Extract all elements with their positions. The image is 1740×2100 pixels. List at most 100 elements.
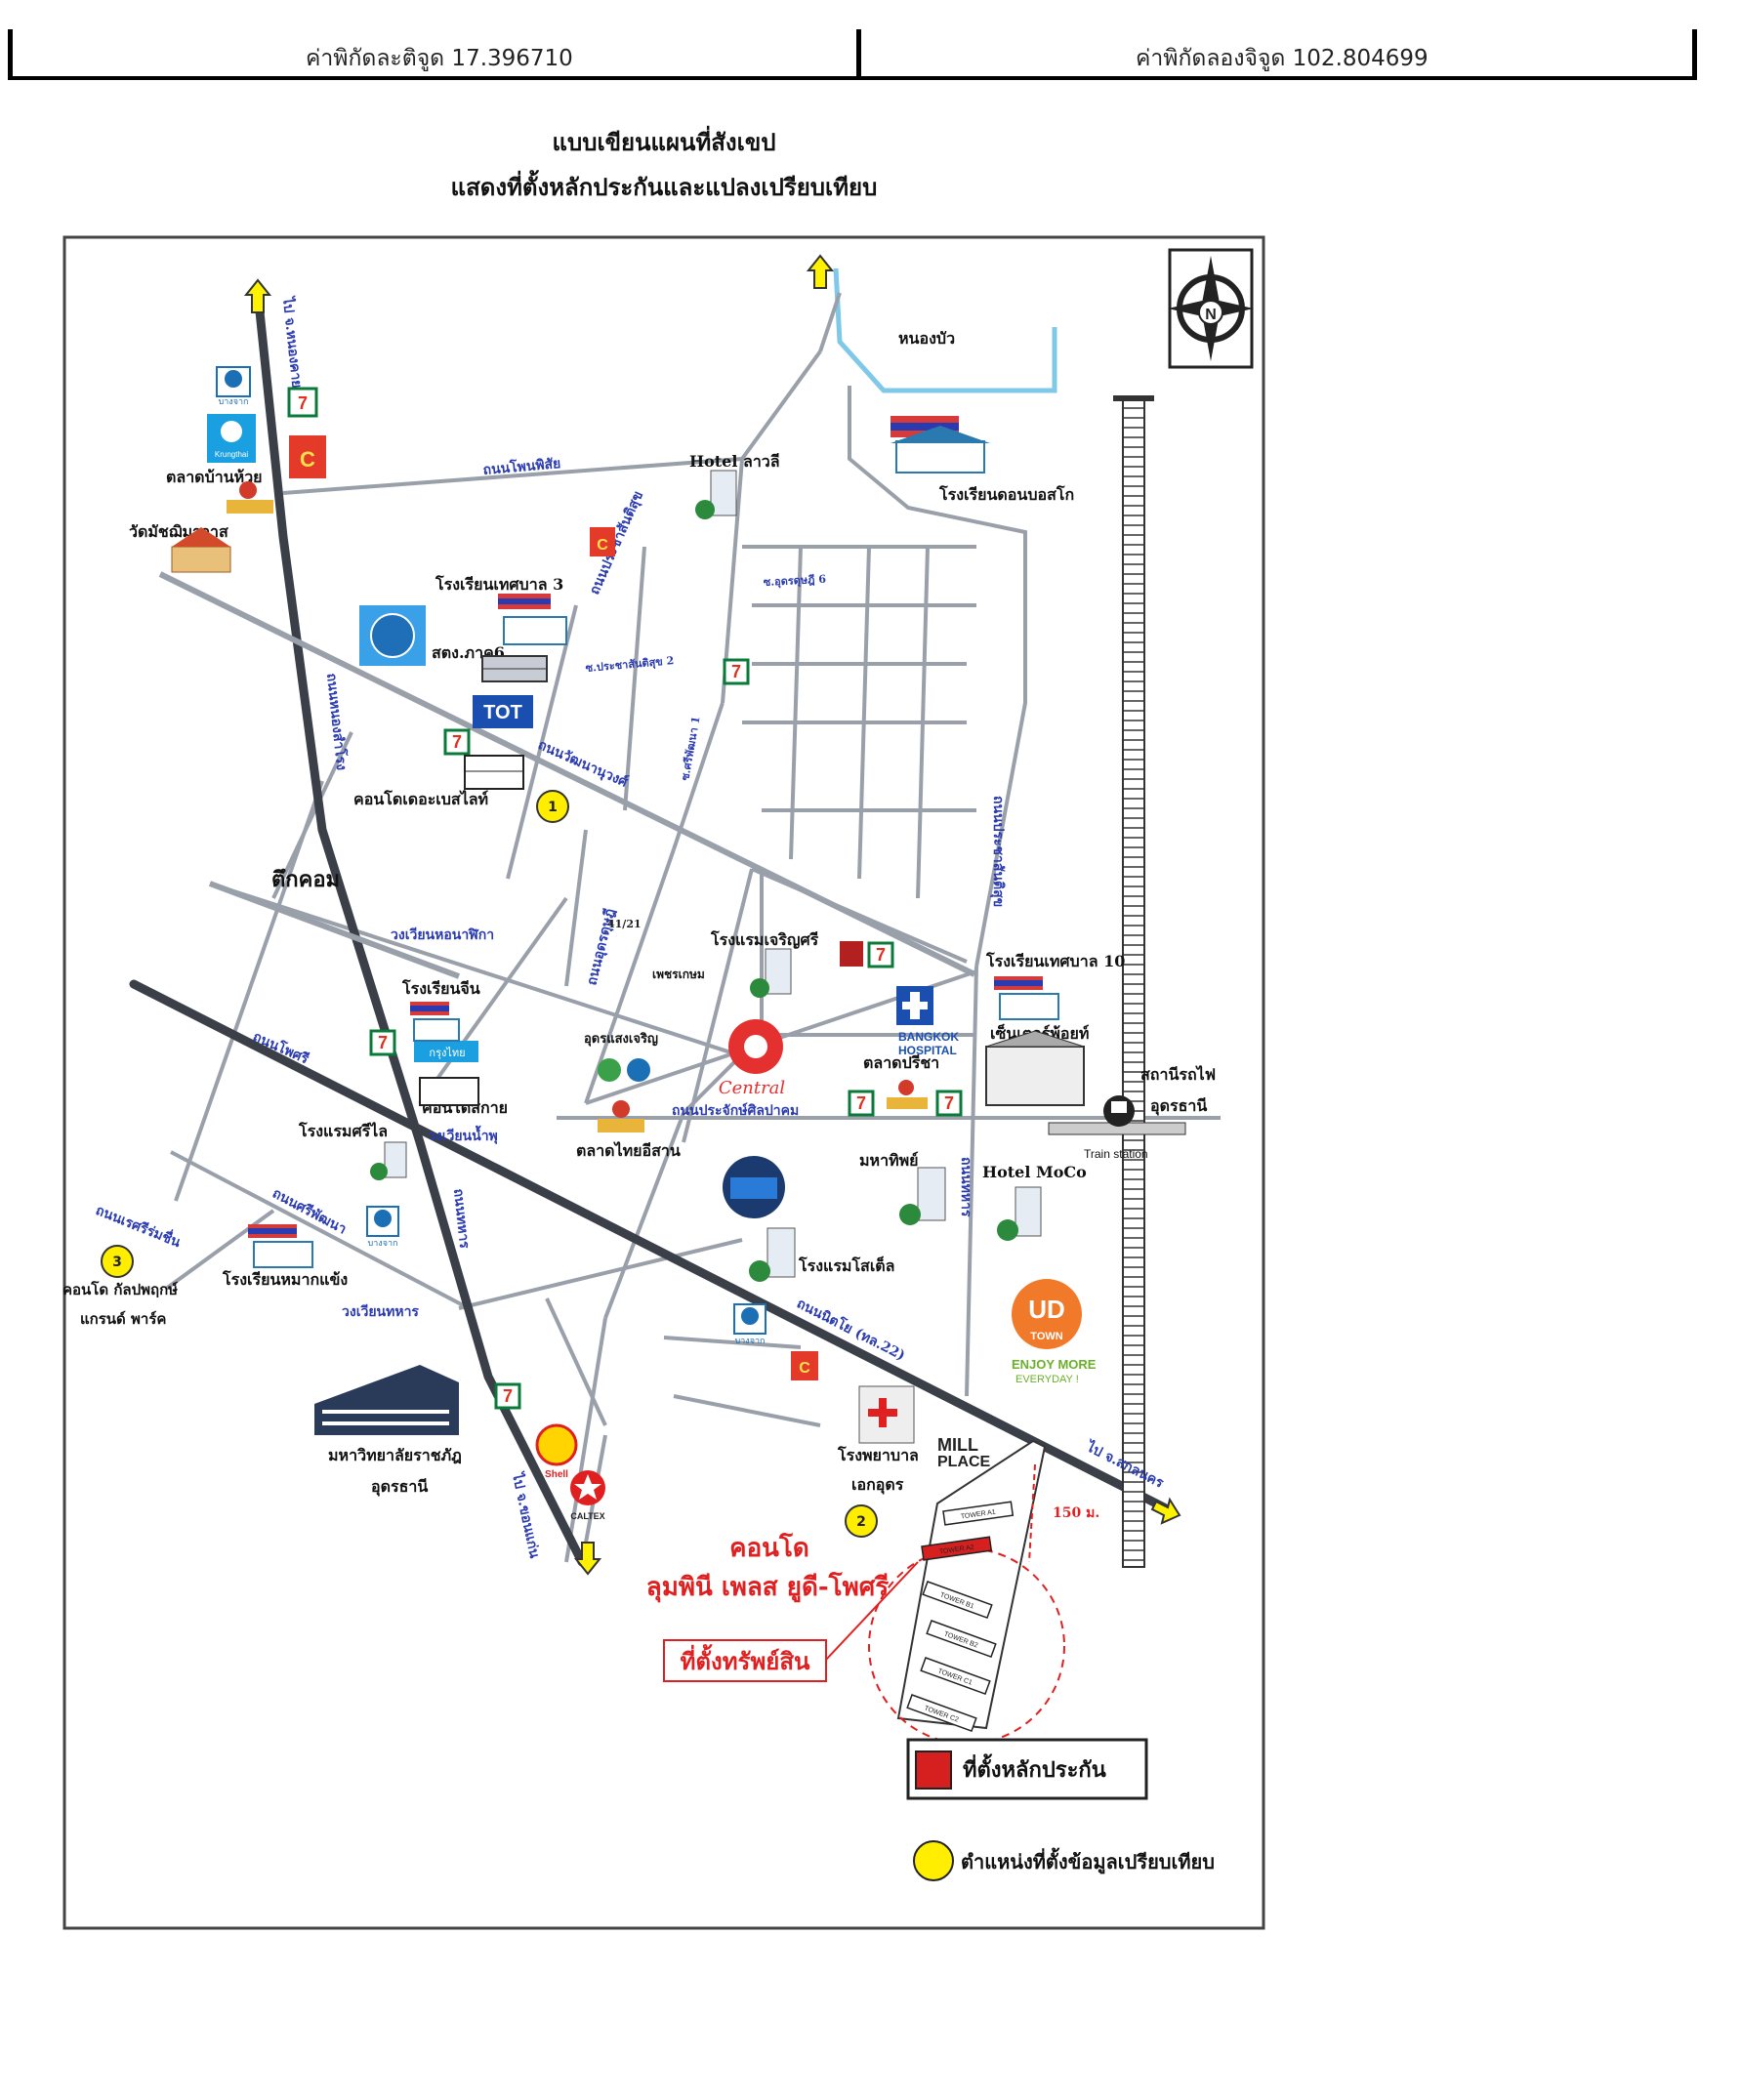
label-condo-bestlight: คอนโดเดอะเบสไลท์: [353, 789, 488, 808]
tower-1: TOWER A1: [942, 1501, 1015, 1526]
place-labels: หนองบัว Hotel ลาวลี โรงเรียนดอนบอสโก ตลา…: [62, 329, 1216, 1497]
tower-label: TOWER A2: [939, 1544, 975, 1556]
central-icon: Central: [719, 1019, 786, 1098]
nong-bua-water: [833, 268, 1057, 393]
svg-text:7: 7: [876, 945, 886, 965]
market-icon: [227, 481, 273, 514]
seven-eleven-icons: 7 7 7 7 7 7 7 7: [287, 387, 963, 1410]
compass-icon: N: [1168, 248, 1254, 369]
hotel-building-icon: [695, 470, 737, 519]
coordinate-bar: ค่าพิกัดละติจูด 17.396710 ค่าพิกัดลองจิจ…: [8, 29, 1697, 80]
legend: ที่ตั้งหลักประกัน ตำแหน่งที่ตั้งข้อมูลเป…: [906, 1738, 1215, 1881]
market-icon: [598, 1100, 644, 1132]
school-icons: [248, 416, 1059, 1268]
road-label-wongwian-nam-phu: วงเวียนน้ำพุ: [428, 1125, 498, 1144]
caltex-icon: CALTEX: [570, 1470, 605, 1521]
school-flag-icon: [410, 1002, 460, 1042]
school-flag-icon: [994, 976, 1059, 1020]
school-flag-icon: [498, 594, 567, 645]
svg-text:1: 1: [548, 800, 558, 815]
road-label-prachaksinlapakhom: ถนนประจักษ์ศิลปาคม: [672, 1102, 799, 1119]
svg-text:บางจาก: บางจาก: [368, 1239, 398, 1249]
direction-arrows: [243, 254, 1181, 1576]
bigc-icon: C: [791, 1351, 818, 1380]
bangchak-icons: บางจาก บางจาก บางจาก: [216, 366, 766, 1346]
ud-town-icon: UD TOWN ENJOY MORE EVERYDAY !: [1012, 1279, 1097, 1385]
coffee-icon: [840, 941, 863, 967]
krungthai-icon: Krungthai: [207, 414, 256, 463]
label-hospital-ek-2: เอกอุดร: [851, 1475, 904, 1495]
svg-text:C: C: [300, 447, 315, 472]
distance-label: 150 ม.: [1053, 1505, 1099, 1521]
svg-text:7: 7: [378, 1033, 388, 1052]
legend-comparable-label: ตำแหน่งที่ตั้งข้อมูลเปรียบเทียบ: [961, 1847, 1215, 1875]
svg-text:บางจาก: บางจาก: [219, 397, 249, 407]
road-label-wongwian-thahan: วงเวียนทหาร: [342, 1304, 419, 1320]
school-flag-icon: [891, 416, 990, 474]
market-icon: [887, 1080, 928, 1109]
bangchak-icon: บางจาก: [216, 366, 251, 407]
seven-eleven-icon: 7: [867, 941, 894, 968]
label-udon-sangcharoen: อุดรแสงเจริญ: [584, 1032, 658, 1047]
svg-text:EVERYDAY !: EVERYDAY !: [1015, 1374, 1079, 1385]
svg-text:7: 7: [503, 1386, 513, 1406]
hotel-icons: [370, 470, 1042, 1282]
bangkok-hospital-icon: BANGKOK HOSPITAL: [896, 986, 959, 1057]
seven-eleven-icon: 7: [494, 1382, 521, 1410]
seven-eleven-icon: 7: [287, 387, 318, 418]
arrow-north2-icon: [806, 254, 835, 289]
label-condo-kanlapaphruk-1: คอนโด กัลปพฤกษ์: [62, 1280, 178, 1298]
map-subtitle: แสดงที่ตั้งหลักประกันและแปลงเปรียบเทียบ: [450, 173, 878, 201]
tower-2: TOWER A2: [921, 1536, 993, 1561]
center-point-icon: [985, 1030, 1085, 1106]
arrow-south-icon: [573, 1542, 602, 1576]
svg-text:7: 7: [856, 1093, 866, 1113]
label-market-thai-isan: ตลาดไทยอีสาน: [576, 1141, 681, 1160]
svg-text:7: 7: [298, 393, 308, 413]
label-tuk-com: ตึกคอม: [271, 867, 340, 892]
arrow-southeast-icon: [1150, 1497, 1181, 1525]
label-train-station: สถานีรถไฟ: [1140, 1065, 1216, 1084]
bus-station-icon: [723, 1156, 785, 1218]
condo-building-icon: [464, 755, 524, 790]
gas-station-icon: [598, 1058, 650, 1082]
svg-text:กรุงไทย: กรุงไทย: [429, 1047, 465, 1059]
label-mahathip: มหาทิพย์: [859, 1151, 919, 1170]
label-school-chinese: โรงเรียนจีน: [401, 978, 480, 998]
label-nong-bua: หนองบัว: [898, 329, 955, 348]
seven-eleven-icon: 7: [935, 1090, 963, 1117]
label-train-station-en: Train station: [1084, 1147, 1148, 1161]
bigc-icon: C: [289, 435, 326, 478]
legend-collateral-swatch: [915, 1750, 952, 1790]
svg-text:ENJOY MORE: ENJOY MORE: [1012, 1357, 1097, 1372]
bigc-icon: C: [590, 527, 615, 556]
seven-eleven-icon: 7: [723, 658, 750, 685]
comparable-markers: 1 2 3: [101, 790, 878, 1538]
secondary-roads: [158, 571, 976, 979]
svg-text:3: 3: [112, 1255, 122, 1270]
shell-icon: Shell: [535, 1423, 578, 1480]
label-train-station-2: อุดรธานี: [1150, 1096, 1207, 1116]
label-hospital-ek-1: โรงพยาบาล: [837, 1445, 919, 1464]
svg-text:MILL: MILL: [937, 1435, 978, 1455]
asset-location-label: ที่ตั้งทรัพย์สิน: [681, 1643, 810, 1675]
mill-place-icon: MILL PLACE: [937, 1435, 991, 1470]
legend-comparable-swatch: [913, 1840, 954, 1881]
hotel-building-icon: [370, 1141, 407, 1180]
train-station-icon: [1048, 1095, 1186, 1135]
latitude-label: ค่าพิกัดละติจูด 17.396710: [306, 46, 573, 71]
svg-text:PLACE: PLACE: [937, 1454, 991, 1470]
svg-text:Central: Central: [719, 1078, 786, 1098]
road-label-thahan2: ถนนทหาร: [958, 1157, 974, 1217]
minor-roads: [164, 292, 1221, 1563]
bangchak-icon: บางจาก: [733, 1303, 766, 1346]
label-school-municipal3: โรงเรียนเทศบาล 3: [435, 574, 563, 594]
office-building-icon: [481, 655, 548, 682]
condo-building-icon: [419, 1077, 479, 1106]
university-icon: [314, 1365, 459, 1435]
coordinate-divider: [856, 29, 861, 76]
svg-text:TOWN: TOWN: [1030, 1331, 1062, 1342]
svg-text:7: 7: [944, 1093, 954, 1113]
label-phet-kasem: เพชรเกษม: [652, 968, 705, 981]
